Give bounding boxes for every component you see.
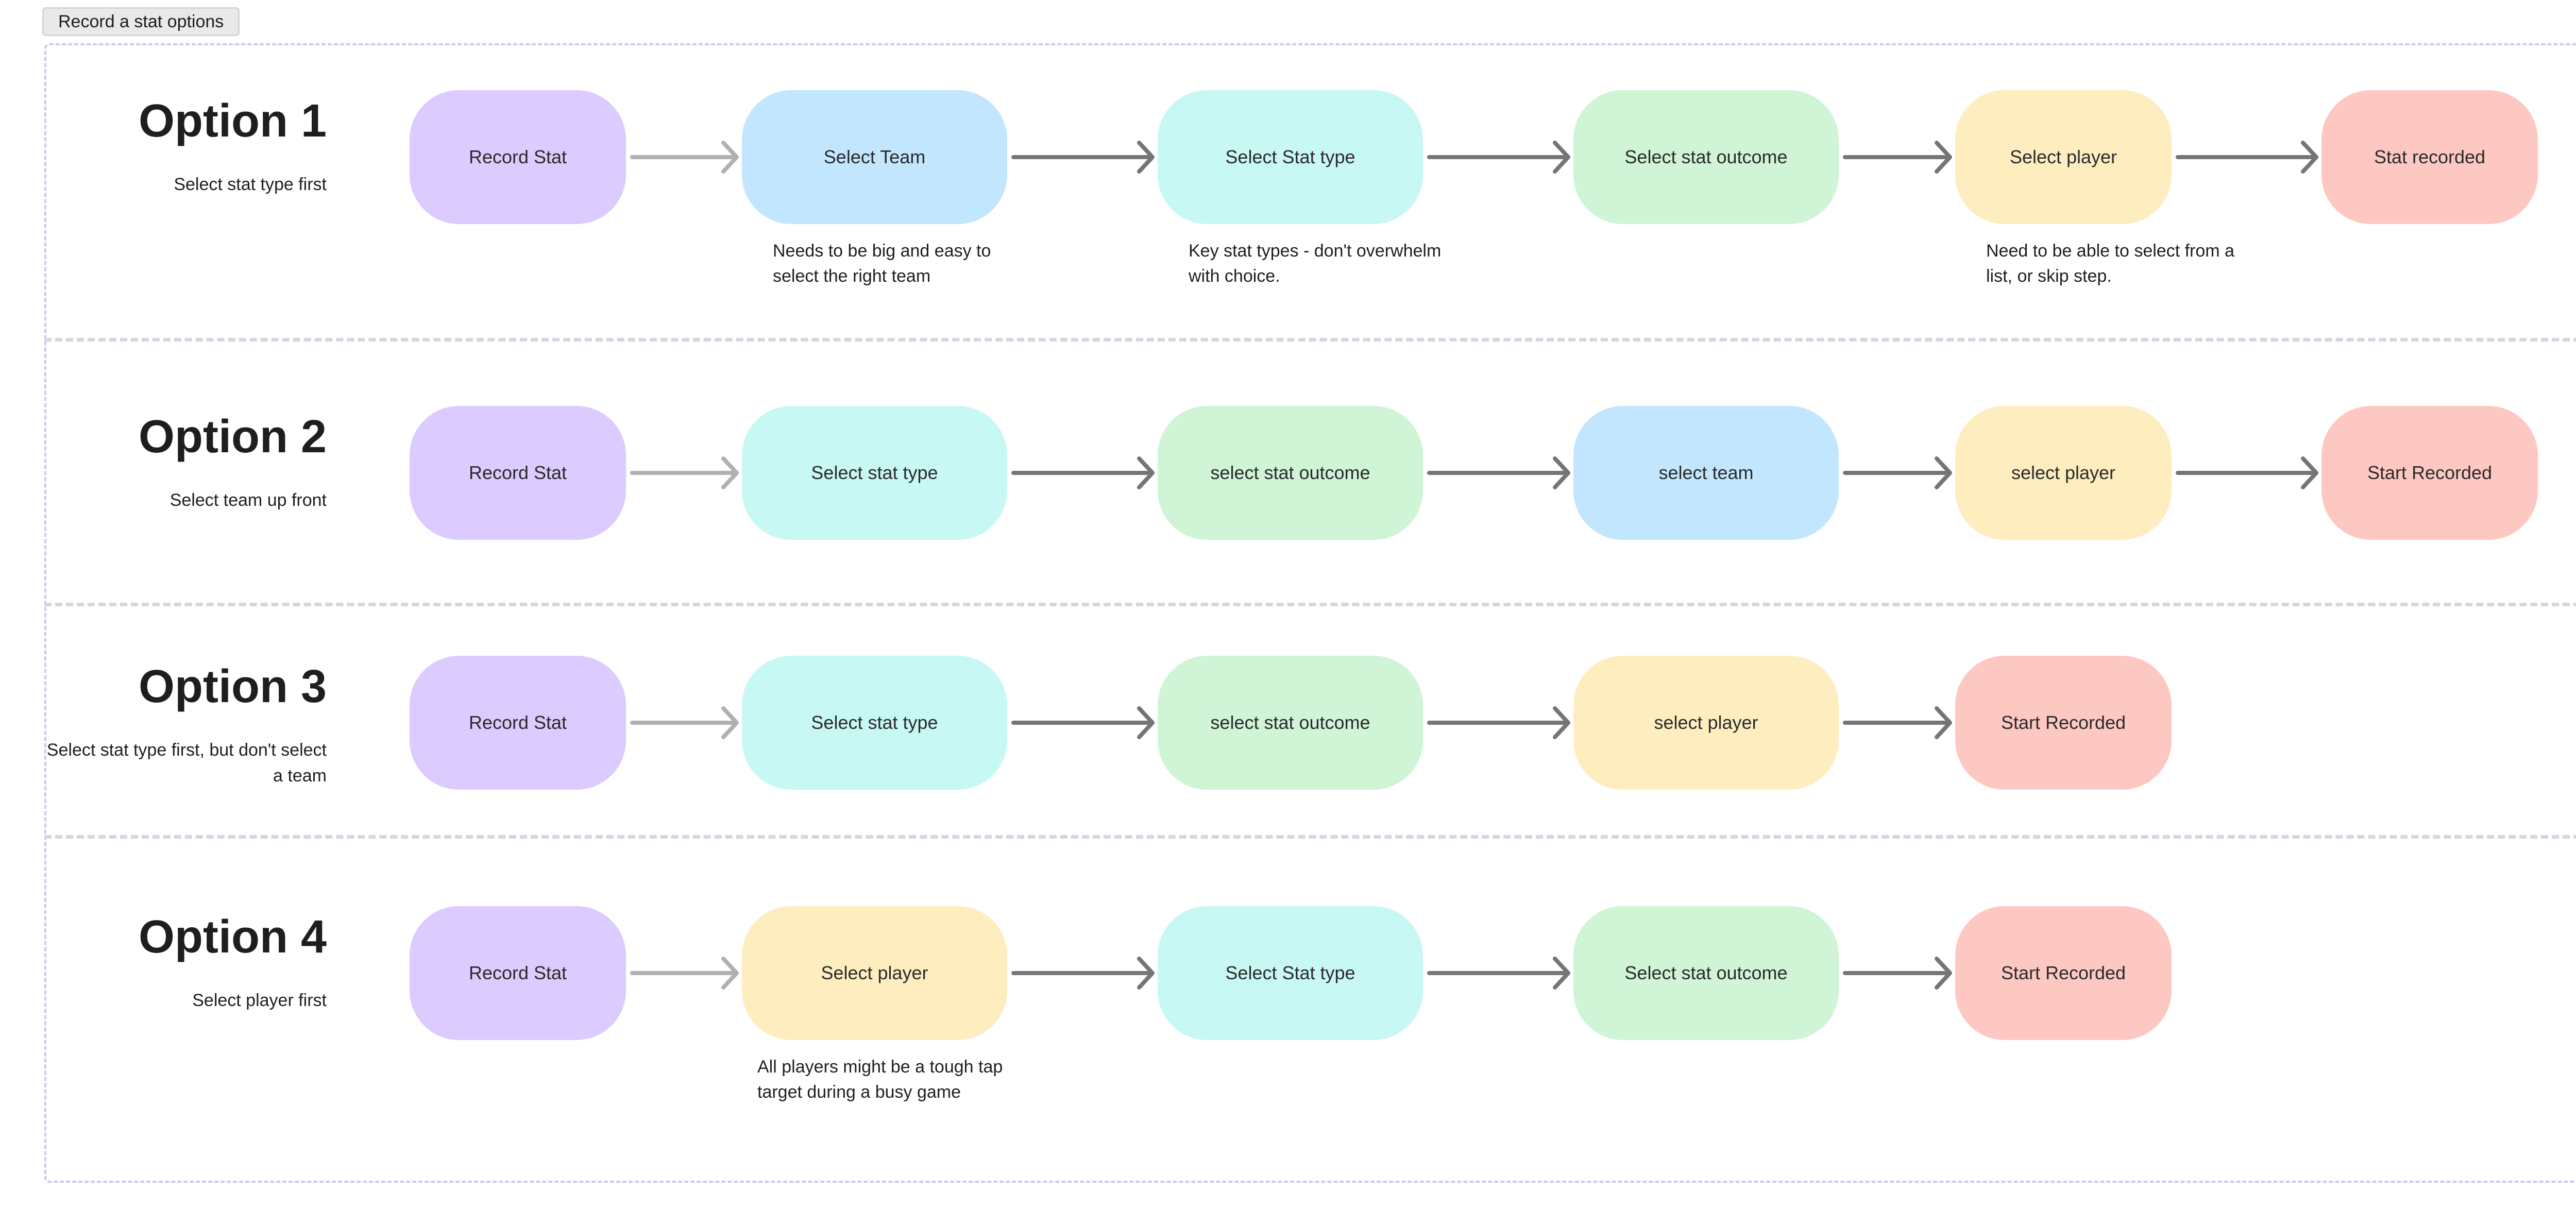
flow-arrow — [1843, 456, 1952, 489]
flow-arrow — [1843, 957, 1952, 990]
flow-step-node[interactable]: Select Stat type — [1158, 90, 1423, 224]
flow-step-node[interactable]: Select stat outcome — [1573, 90, 1839, 224]
flow-arrow — [630, 706, 739, 739]
flow-frame — [44, 43, 2576, 1183]
flow-arrow — [1011, 706, 1155, 739]
flow-step-node[interactable]: Record Stat — [410, 906, 626, 1040]
flow-arrow — [1427, 706, 1570, 739]
section-divider — [44, 603, 2576, 606]
flow-step-node[interactable]: Select Stat type — [1158, 906, 1423, 1040]
flow-step-node[interactable]: select player — [1573, 656, 1839, 790]
annotation-note: Key stat types - don't overwhelm with ch… — [1189, 241, 1442, 286]
option-title: Option 4 — [139, 911, 327, 963]
flow-step-node[interactable]: Select Team — [742, 90, 1007, 224]
flow-arrow — [1011, 141, 1155, 174]
flow-step-node[interactable]: Select player — [742, 906, 1007, 1040]
flow-step-node[interactable]: Select stat type — [742, 406, 1007, 540]
option-subtitle: Select stat type first, but don't select… — [46, 740, 327, 786]
flow-arrow — [1427, 957, 1570, 990]
option-title: Option 3 — [139, 661, 327, 712]
flow-step-node[interactable]: select team — [1573, 406, 1839, 540]
flow-arrow — [1427, 141, 1570, 174]
section-divider — [44, 835, 2576, 839]
flow-step-node[interactable]: select stat outcome — [1158, 656, 1423, 790]
flow-arrow — [1843, 706, 1952, 739]
flow-arrow — [1011, 456, 1155, 489]
flow-arrow — [1427, 456, 1570, 489]
frame-label[interactable]: Record a stat options — [42, 7, 240, 36]
flow-arrow — [2176, 456, 2318, 489]
flow-arrow — [1843, 141, 1952, 174]
flow-step-node[interactable]: Start Recorded — [1955, 906, 2172, 1040]
annotation-note: Need to be able to select from a list, o… — [1986, 241, 2234, 286]
flow-step-node[interactable]: Select stat type — [742, 656, 1007, 790]
flow-step-node[interactable]: Stat recorded — [2321, 90, 2538, 224]
flow-arrow — [630, 456, 739, 489]
flow-step-node[interactable]: Select player — [1955, 90, 2172, 224]
flow-step-node[interactable]: Record Stat — [410, 90, 626, 224]
flow-step-node[interactable]: select stat outcome — [1158, 406, 1423, 540]
flow-arrow — [1011, 957, 1155, 990]
flow-arrow — [2176, 141, 2318, 174]
flow-step-node[interactable]: Record Stat — [410, 406, 626, 540]
annotation-note: All players might be a tough tap target … — [757, 1057, 1003, 1102]
flow-arrow — [630, 957, 739, 990]
section-divider — [44, 338, 2576, 342]
flow-step-node[interactable]: Start Recorded — [2321, 406, 2538, 540]
annotation-note: Needs to be big and easy to select the r… — [773, 241, 991, 286]
option-title: Option 1 — [139, 95, 327, 147]
flow-step-node[interactable]: Record Stat — [410, 656, 626, 790]
option-subtitle: Select team up front — [170, 490, 327, 510]
flow-arrow — [630, 141, 739, 174]
option-subtitle: Select player first — [192, 991, 327, 1010]
flow-step-node[interactable]: select player — [1955, 406, 2172, 540]
flow-step-node[interactable]: Select stat outcome — [1573, 906, 1839, 1040]
option-subtitle: Select stat type first — [174, 175, 327, 194]
flow-step-node[interactable]: Start Recorded — [1955, 656, 2172, 790]
option-title: Option 2 — [139, 411, 327, 463]
